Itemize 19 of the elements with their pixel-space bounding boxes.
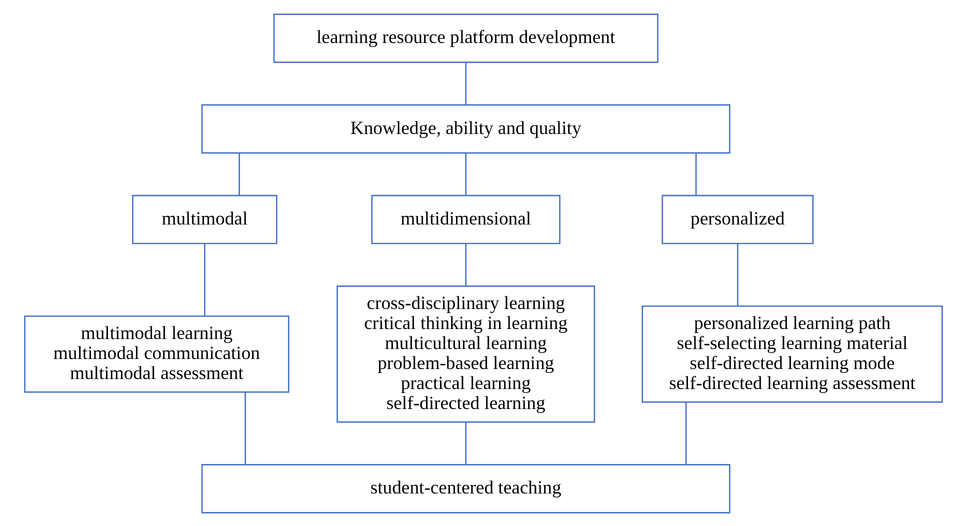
connector [694, 152, 696, 195]
connector [684, 402, 686, 464]
node-box: learning resource platform development [272, 13, 658, 62]
connector [464, 243, 466, 286]
connector [244, 392, 246, 464]
connector [464, 62, 466, 104]
node-box: multidimensional [370, 194, 560, 244]
node-box: personalized learning path self-selecting learning material self-directed learning mode self-directed learning assessment [641, 304, 942, 402]
connector [464, 152, 466, 195]
node-box: student-centered teaching [200, 464, 730, 513]
node-box: multimodal [132, 194, 277, 244]
node-box: Knowledge, ability and quality [200, 104, 730, 154]
node-box: personalized [661, 194, 814, 244]
node-box: cross-disciplinary learning critical thinking in learning multicultural learning problem-based learning practical learning self-directed learning [336, 284, 595, 422]
connector [204, 243, 205, 316]
connector [736, 243, 738, 306]
connector [238, 152, 240, 195]
node-box: multimodal learning multimodal communication multimodal assessment [24, 314, 289, 392]
connector [464, 422, 466, 464]
